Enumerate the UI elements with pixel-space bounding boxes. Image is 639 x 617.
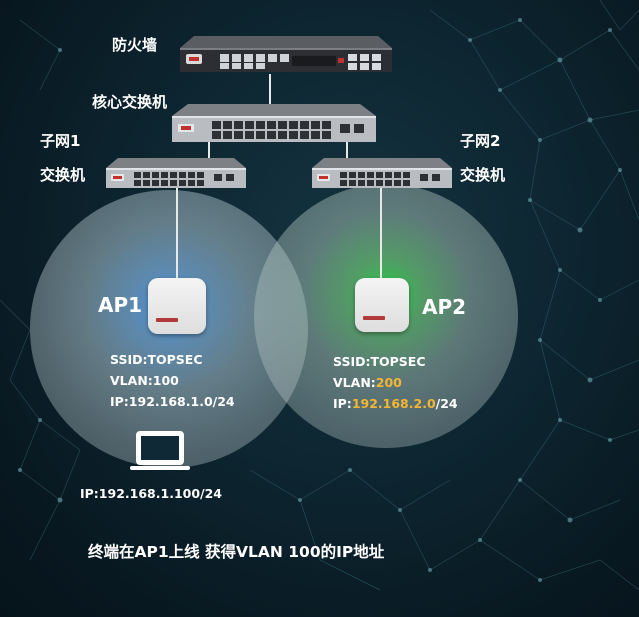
ap1-info: SSID:TOPSEC VLAN:100 IP:192.168.1.0/24 (110, 349, 235, 412)
subnet2-ap2-link (380, 188, 382, 280)
ap2-name: AP2 (422, 295, 467, 319)
diagram-caption: 终端在AP1上线 获得VLAN 100的IP地址 (88, 543, 385, 561)
core-subnet2-link (346, 140, 348, 160)
ap2-ip: IP:192.168.2.0/24 (333, 396, 458, 411)
ap2-ip-value: 192.168.2.0 (351, 396, 436, 411)
core-subnet1-link (208, 140, 210, 160)
ap2-access-point-icon (355, 278, 409, 332)
ap2-vlan-value: 200 (375, 375, 402, 390)
ap1-ssid: SSID:TOPSEC (110, 352, 203, 367)
ap2-vlan: VLAN:200 (333, 375, 402, 390)
ap1-vlan: VLAN:100 (110, 373, 179, 388)
subnet1-switch-icon (106, 158, 246, 188)
firewall-icon (180, 36, 392, 72)
subnet2-label: 子网2 (460, 132, 501, 150)
core-switch-icon (172, 104, 376, 142)
firewall-core-link (269, 74, 271, 108)
ap1-logo-mark (156, 318, 178, 322)
subnet1-switch-label: 交换机 (40, 166, 86, 184)
terminal-ip: IP:192.168.1.100/24 (80, 486, 222, 501)
laptop-icon (130, 431, 190, 470)
subnet1-ap1-link (176, 188, 178, 280)
ap2-info: SSID:TOPSEC VLAN:200 IP:192.168.2.0/24 (333, 351, 458, 414)
core-switch-label: 核心交换机 (92, 93, 168, 111)
ap2-ssid: SSID:TOPSEC (333, 354, 426, 369)
ap2-logo-mark (363, 316, 385, 320)
subnet2-switch-label: 交换机 (460, 166, 506, 184)
subnet1-label: 子网1 (40, 132, 81, 150)
ap1-access-point-icon (148, 278, 206, 334)
subnet2-switch-icon (312, 158, 452, 188)
ap1-ip: IP:192.168.1.0/24 (110, 394, 235, 409)
ap1-name: AP1 (98, 293, 143, 317)
firewall-label: 防火墙 (112, 36, 158, 54)
